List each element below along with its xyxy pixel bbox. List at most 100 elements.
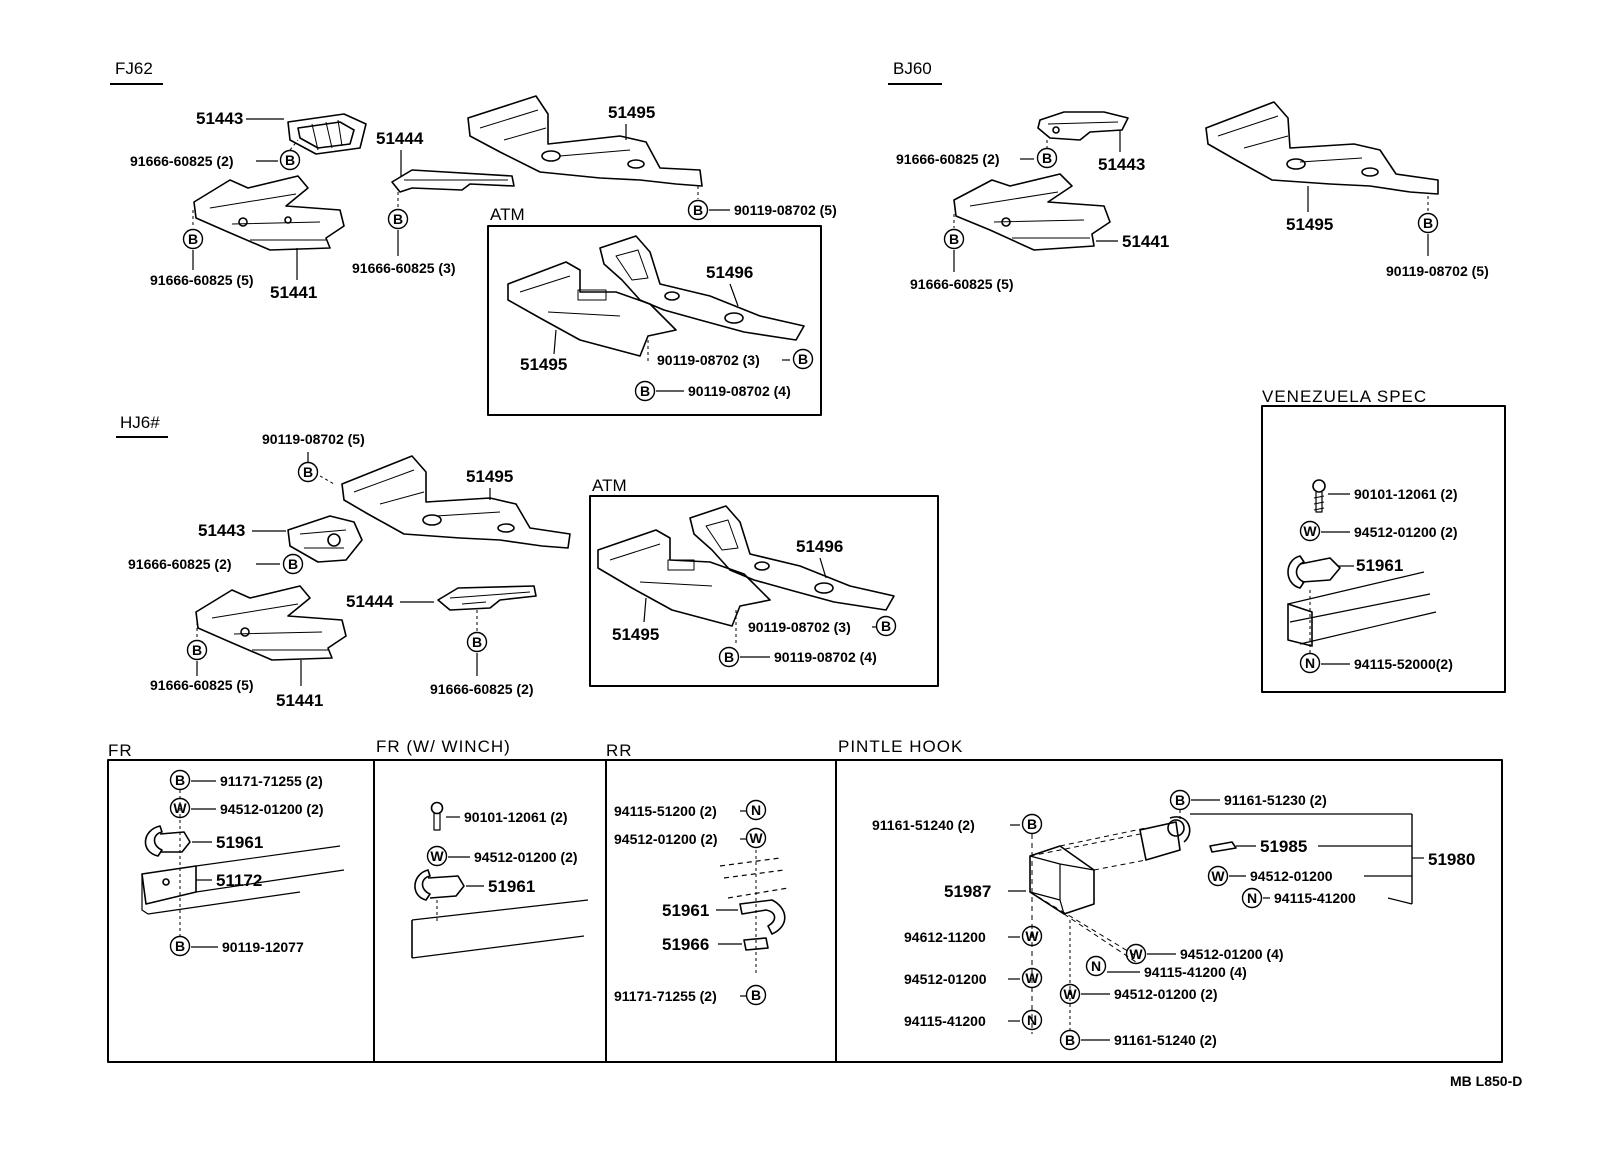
bolt-marker — [169, 935, 191, 957]
pintle-callout-91161-51230: 91161-51230 (2) — [1224, 792, 1327, 808]
svg-text:W: W — [749, 830, 763, 846]
atm-title-1: ATM — [490, 205, 525, 224]
pintle-callout-94512-01200-a: 94512-01200 — [1250, 868, 1333, 884]
svg-text:W: W — [1025, 928, 1039, 944]
svg-text:B: B — [949, 231, 959, 247]
fr-label-51172: 51172 — [216, 871, 262, 890]
fr-winch-group: 90101-12061 (2) W 94512-01200 (2) 51961 — [411, 801, 589, 959]
hj6x-callout-91666-60825-2a: 91666-60825 (2) — [128, 556, 232, 572]
atm-frame-1 — [487, 225, 822, 416]
svg-text:N: N — [1305, 655, 1315, 671]
svg-text:W: W — [430, 848, 444, 864]
bolt-marker — [792, 348, 814, 370]
fj62-label-51444: 51444 — [376, 129, 424, 148]
washer-marker — [1125, 943, 1147, 965]
svg-text:W: W — [1211, 868, 1225, 884]
bolt-marker — [875, 615, 897, 637]
atm2-callout-90119-08702-4: 90119-08702 (4) — [774, 649, 877, 665]
fj62-callout-90119-08702-5: 90119-08702 (5) — [734, 202, 837, 218]
bolt-marker — [169, 769, 191, 791]
svg-text:B: B — [393, 211, 403, 227]
bolt-marker — [387, 208, 409, 230]
pintle-label-51980: 51980 — [1428, 850, 1475, 869]
washer-marker — [426, 845, 448, 867]
fr-group: B 91171-71255 (2) W 94512-01200 (2) 5196… — [141, 769, 345, 957]
nut-marker — [745, 799, 767, 821]
hj6x-part-51441-shape — [195, 585, 347, 661]
svg-text:B: B — [175, 772, 185, 788]
svg-text:B: B — [1027, 816, 1037, 832]
svg-text:B: B — [1065, 1032, 1075, 1048]
hj6x-part-51495-shape — [341, 455, 571, 549]
pin-51985-shape — [1209, 841, 1237, 853]
atm2-callout-90119-08702-3: 90119-08702 (3) — [748, 619, 851, 635]
bolt-marker — [943, 228, 965, 250]
washer-marker — [1207, 865, 1229, 887]
svg-text:W: W — [1303, 523, 1317, 539]
nut-marker — [1299, 652, 1321, 674]
svg-text:B: B — [472, 634, 482, 650]
rr-callout-94115-51200: 94115-51200 (2) — [614, 803, 717, 819]
pintle-hook-body — [1139, 821, 1181, 861]
venezuela-callout-94115-52000: 94115-52000(2) — [1354, 656, 1453, 672]
atm1-callout-90119-08702-4: 90119-08702 (4) — [688, 383, 791, 399]
fj62-label-51441: 51441 — [270, 283, 317, 302]
rr-group: 94115-51200 (2) N 94512-01200 (2) W 5196… — [614, 799, 789, 1006]
atm2-part-51495-shape — [597, 529, 771, 627]
diagram-code: MB L850-D — [1450, 1073, 1522, 1089]
svg-text:B: B — [192, 642, 202, 658]
fj62-label-51443: 51443 — [196, 109, 243, 128]
svg-text:N: N — [751, 802, 761, 818]
pintle-label-51987: 51987 — [944, 882, 991, 901]
svg-text:N: N — [1091, 958, 1101, 974]
bj60-part-51443-shape — [1037, 111, 1129, 141]
hj6x-callout-90119-08702-5: 90119-08702 (5) — [262, 431, 365, 447]
washer-marker — [1299, 520, 1321, 542]
venezuela-callout-94512-01200: 94512-01200 (2) — [1354, 524, 1458, 540]
hj6x-label-51443: 51443 — [198, 521, 245, 540]
atm1-label-51495: 51495 — [520, 355, 567, 374]
part-51443-shape — [287, 113, 367, 155]
bolt-marker — [687, 199, 709, 221]
atm1-label-51496: 51496 — [706, 263, 753, 282]
hj6x-label-51495: 51495 — [466, 467, 513, 486]
fr-callout-94512-01200: 94512-01200 (2) — [220, 801, 324, 817]
hj6x-callout-91666-60825-2b: 91666-60825 (2) — [430, 681, 534, 697]
bolt-marker — [282, 553, 304, 575]
section-title-fj62: FJ62 — [115, 59, 153, 78]
hj6x-label-51444: 51444 — [346, 592, 394, 611]
bolt-marker — [1417, 212, 1439, 234]
fr-callout-91171-71255: 91171-71255 (2) — [220, 773, 323, 789]
bolt-head-icon — [430, 801, 444, 815]
venezuela-callout-90101-12061: 90101-12061 (2) — [1354, 486, 1458, 502]
bolt-marker — [466, 631, 488, 653]
pintle-callout-94512-01200-2: 94512-01200 (2) — [1114, 986, 1218, 1002]
hj6x-part-51444-shape — [437, 585, 537, 611]
atm-box-1: ATM 51496 51495 90119-08702 (3) B B 9011… — [487, 205, 822, 416]
washer-marker — [1021, 925, 1043, 947]
bolt-marker — [718, 646, 740, 668]
fj62-group: 51443 91666-60825 (2) B B 91666-60825 (5… — [130, 95, 837, 302]
plate-51966-shape — [743, 937, 769, 951]
fj62-label-51495: 51495 — [608, 103, 655, 122]
rr-label-51961: 51961 — [662, 901, 709, 920]
pintle-callout-94115-41200-b: 94115-41200 — [904, 1013, 986, 1029]
hj6x-callout-91666-60825-5: 91666-60825 (5) — [150, 677, 254, 693]
section-title-hj6x: HJ6# — [120, 413, 160, 432]
bj60-part-51441-shape — [953, 173, 1111, 251]
fj62-callout-91666-60825-2: 91666-60825 (2) — [130, 153, 234, 169]
svg-text:B: B — [751, 987, 761, 1003]
pintle-callout-94115-41200-a: 94115-41200 — [1274, 890, 1356, 906]
svg-text:B: B — [288, 556, 298, 572]
svg-text:B: B — [285, 152, 295, 168]
svg-text:W: W — [1129, 946, 1143, 962]
bj60-part-51495-shape — [1205, 101, 1439, 195]
venezuela-label-51961: 51961 — [1356, 556, 1403, 575]
hook-icon — [144, 825, 163, 857]
bolt-marker — [1021, 813, 1043, 835]
section-title-fr-winch: FR (W/ WINCH) — [376, 737, 511, 756]
part-51444-shape — [391, 169, 515, 193]
fr-label-51961: 51961 — [216, 833, 263, 852]
